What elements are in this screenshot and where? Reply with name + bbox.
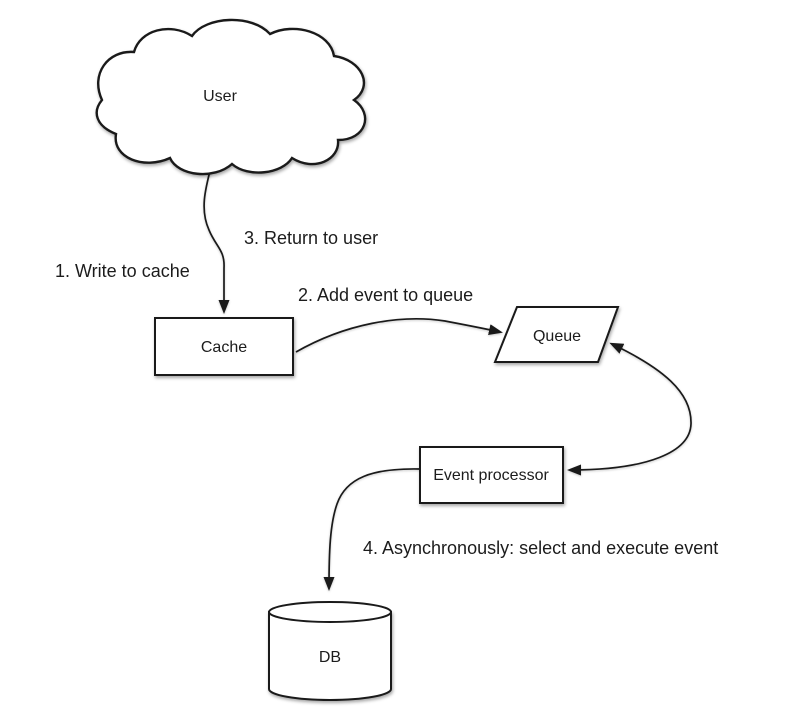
edge-label-add-event-to-queue: 2. Add event to queue: [298, 285, 473, 305]
edge-user-to-cache: [203, 166, 230, 314]
node-cache: Cache: [154, 317, 294, 376]
db-cylinder-top-shape: [268, 601, 392, 623]
edge-user-to-cache-line: [203, 166, 230, 314]
node-user: User: [95, 18, 367, 176]
node-db-label: DB: [319, 649, 341, 666]
cache-rect-shape: [154, 317, 294, 376]
node-user-label: User: [203, 88, 237, 105]
node-event-processor-label: Event processor: [433, 467, 549, 484]
edge-event-processor-to-db-line: [323, 468, 421, 591]
edge-queue-event-processor-line: [567, 342, 692, 476]
db-cylinder-body-shape: [268, 611, 392, 701]
edge-label-write-to-cache: 1. Write to cache: [55, 261, 190, 281]
event-processor-rect-shape: [419, 446, 564, 504]
node-db: DB: [268, 601, 392, 701]
edge-event-processor-to-db: [323, 468, 421, 591]
node-event-processor: Event processor: [419, 446, 564, 504]
node-queue-label: Queue: [533, 328, 581, 345]
edge-queue-event-processor: [567, 342, 692, 476]
edge-label-return-to-user: 3. Return to user: [244, 228, 378, 248]
node-queue: Queue: [493, 306, 620, 363]
edge-label-async-select-execute: 4. Asynchronously: select and execute ev…: [363, 538, 718, 558]
edge-cache-to-queue: [295, 318, 503, 353]
node-cache-label: Cache: [201, 339, 247, 356]
edge-cache-to-queue-line: [295, 318, 503, 353]
queue-parallelogram-shape: [493, 306, 620, 363]
cloud-shape: [95, 18, 367, 176]
